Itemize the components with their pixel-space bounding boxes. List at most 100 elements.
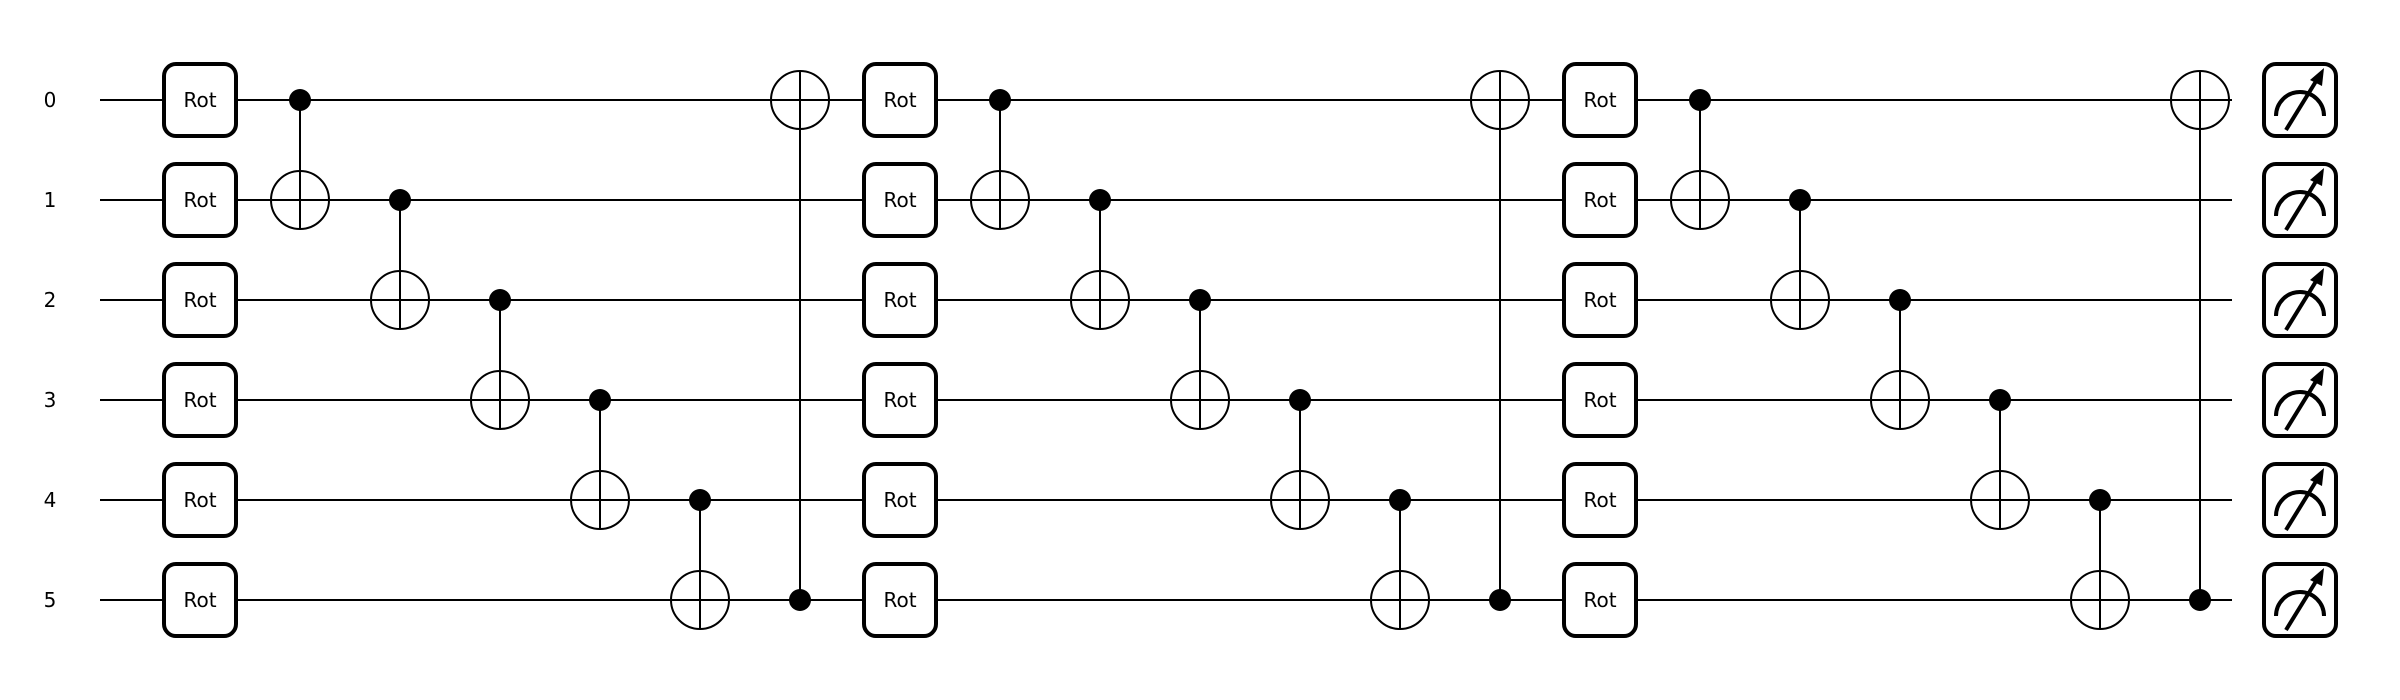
- measurement-arrowhead: [2310, 468, 2324, 486]
- rot-gate-box: [862, 462, 938, 538]
- measurement-icon: [2262, 462, 2338, 538]
- rot-gate-box: [1562, 162, 1638, 238]
- control-dot: [1289, 389, 1311, 411]
- control-dot: [1189, 289, 1211, 311]
- rot-gate-box: [162, 62, 238, 138]
- cnot-gate: [1870, 289, 1930, 430]
- control-dot: [1889, 289, 1911, 311]
- cnot-gate: [570, 389, 630, 530]
- rot-gate-label: Rot: [1583, 188, 1616, 212]
- rot-gate-box: [862, 362, 938, 438]
- cnot-gate: [670, 489, 730, 630]
- control-dot: [2189, 589, 2211, 611]
- rot-gate-box: [1562, 262, 1638, 338]
- control-dot: [389, 189, 411, 211]
- rot-gate: Rot: [162, 62, 238, 138]
- control-dot: [1689, 89, 1711, 111]
- measurement-box: [2262, 462, 2338, 538]
- control-dot: [289, 89, 311, 111]
- measurement-arrowhead: [2310, 568, 2324, 586]
- wire-label-3: 3: [44, 388, 57, 412]
- rot-gate-box: [162, 262, 238, 338]
- rot-gate-label: Rot: [183, 488, 216, 512]
- wire-label-0: 0: [44, 88, 57, 112]
- cnot-gate: [1170, 289, 1230, 430]
- rot-gate-label: Rot: [883, 588, 916, 612]
- cnot-gate: [470, 289, 530, 430]
- cnot-gate: [270, 89, 330, 230]
- rot-gate-label: Rot: [1583, 88, 1616, 112]
- measurement-needle: [2284, 376, 2320, 432]
- cnot-gate: [2170, 70, 2230, 611]
- wire-label-5: 5: [44, 588, 57, 612]
- measurement-box: [2262, 562, 2338, 638]
- measurement-needle: [2284, 576, 2320, 632]
- control-dot: [1989, 389, 2011, 411]
- rot-gate-label: Rot: [1583, 488, 1616, 512]
- measurement-box: [2262, 262, 2338, 338]
- measurement-icon: [2262, 362, 2338, 438]
- control-dot: [1089, 189, 1111, 211]
- cnot-layer: [270, 70, 2230, 630]
- measurements-layer: [2262, 62, 2338, 638]
- cnot-gate: [970, 89, 1030, 230]
- rot-gate: Rot: [862, 262, 938, 338]
- cnot-gate: [1770, 189, 1830, 330]
- measurement-arc: [2274, 190, 2326, 217]
- wires-layer: [100, 99, 2232, 601]
- cnot-gate: [1970, 389, 2030, 530]
- rot-gate-label: Rot: [883, 388, 916, 412]
- cnot-gate: [770, 70, 830, 611]
- rot-gate: Rot: [1562, 162, 1638, 238]
- control-dot: [589, 389, 611, 411]
- rot-gate-box: [1562, 62, 1638, 138]
- rot-gate: Rot: [1562, 262, 1638, 338]
- rot-gate-label: Rot: [1583, 288, 1616, 312]
- control-dot: [689, 489, 711, 511]
- rot-gate-label: Rot: [883, 88, 916, 112]
- measurement-icon: [2262, 62, 2338, 138]
- rot-gate-box: [162, 162, 238, 238]
- rot-gate: Rot: [862, 562, 938, 638]
- control-dot: [789, 589, 811, 611]
- measurement-arrowhead: [2310, 168, 2324, 186]
- control-dot: [2089, 489, 2111, 511]
- measurement-arc: [2274, 290, 2326, 317]
- rot-gate-box: [862, 262, 938, 338]
- rot-gate-box: [162, 562, 238, 638]
- rot-gate-box: [1562, 562, 1638, 638]
- measurement-box: [2262, 162, 2338, 238]
- rot-gate-label: Rot: [183, 288, 216, 312]
- rot-gate: Rot: [1562, 462, 1638, 538]
- rot-gate: Rot: [162, 562, 238, 638]
- measurement-arrowhead: [2310, 68, 2324, 86]
- rot-gates-layer: RotRotRotRotRotRotRotRotRotRotRotRotRotR…: [162, 62, 1638, 638]
- rot-gate-box: [1562, 462, 1638, 538]
- rot-gate-box: [862, 562, 938, 638]
- measurement-icon: [2262, 262, 2338, 338]
- wire-label-2: 2: [44, 288, 57, 312]
- control-dot: [989, 89, 1011, 111]
- measurement-box: [2262, 62, 2338, 138]
- rot-gate-box: [1562, 362, 1638, 438]
- rot-gate: Rot: [862, 62, 938, 138]
- measurement-arc: [2274, 490, 2326, 517]
- control-dot: [489, 289, 511, 311]
- rot-gate: Rot: [1562, 362, 1638, 438]
- control-dot: [1789, 189, 1811, 211]
- wire-labels-layer: 0 1 2 3 4 5: [44, 88, 57, 612]
- cnot-gate: [1470, 70, 1530, 611]
- wire-label-4: 4: [44, 488, 57, 512]
- cnot-gate: [1270, 389, 1330, 530]
- rot-gate-label: Rot: [183, 588, 216, 612]
- measurement-arc: [2274, 90, 2326, 117]
- wire-label-1: 1: [44, 188, 57, 212]
- measurement-arrowhead: [2310, 268, 2324, 286]
- cnot-gate: [1070, 189, 1130, 330]
- measurement-needle: [2284, 476, 2320, 532]
- rot-gate: Rot: [862, 162, 938, 238]
- rot-gate: Rot: [162, 362, 238, 438]
- measurement-icon: [2262, 562, 2338, 638]
- rot-gate-box: [162, 362, 238, 438]
